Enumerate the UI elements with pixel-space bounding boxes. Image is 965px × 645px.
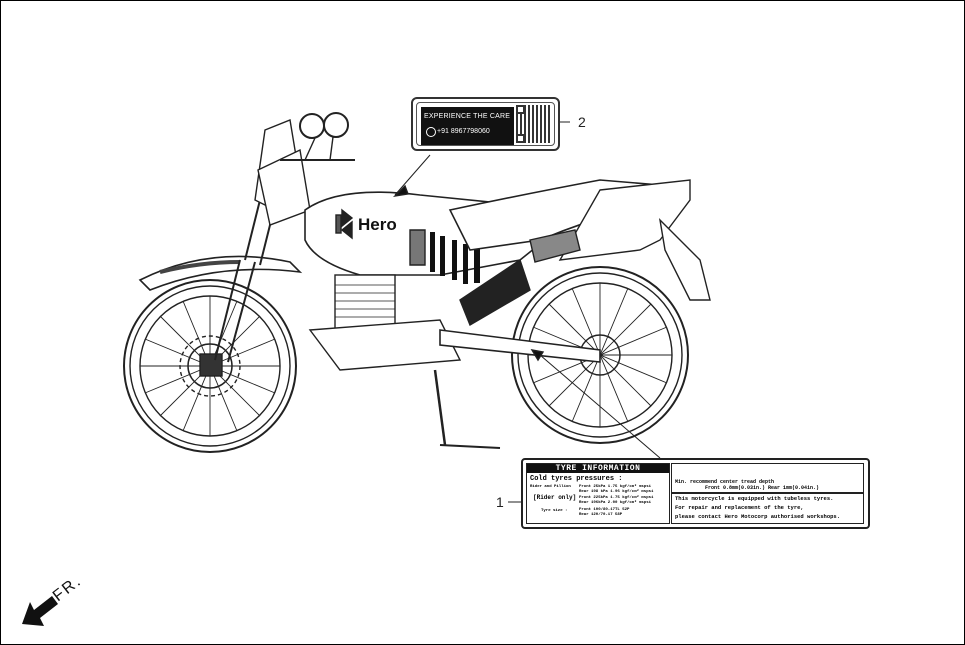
tubeless-line-3: please contact Hero Motocorp authorised … bbox=[675, 513, 841, 520]
tubeless-line-1: This motorcycle is equipped with tubeles… bbox=[675, 495, 834, 502]
svg-text:Hero: Hero bbox=[358, 215, 397, 234]
rider-pillion-rear: Rear 198 kPa 1.96 kgf/cm² mspsi bbox=[579, 490, 654, 494]
rider-only-label: [Rider only] bbox=[533, 494, 577, 501]
experience-care-label: EXPERIENCE THE CARE +91 8967798060 bbox=[411, 97, 560, 151]
tyre-size-rear: Rear 120/70-17 58P bbox=[579, 513, 623, 517]
min-tread-title: Min. recommend center tread depth bbox=[675, 479, 775, 485]
rider-pillion-front: Front 25kPa 1.75 kgf/cm² mspsi bbox=[579, 485, 652, 489]
tyre-information-label: TYRE INFORMATION Cold tyres pressures : … bbox=[521, 458, 870, 529]
hero-logo: Hero bbox=[335, 208, 397, 240]
rider-only-rear: Rear 196kPa 2.00 kgf/cm² mspsi bbox=[579, 501, 652, 505]
rider-pillion-label: Rider and Pillion bbox=[530, 485, 571, 489]
whatsapp-icon bbox=[426, 127, 436, 137]
rider-only-front: Front 225kPa 1.75 kgf/cm² mspsi bbox=[579, 496, 654, 500]
tyre-info-header: TYRE INFORMATION bbox=[527, 464, 669, 473]
tubeless-line-2: For repair and replacement of the tyre, bbox=[675, 504, 804, 511]
callout-1: 1 bbox=[496, 494, 504, 510]
qr-code-icon bbox=[516, 105, 552, 143]
cold-pressure-title: Cold tyres pressures : bbox=[530, 475, 623, 483]
callout-2: 2 bbox=[578, 114, 586, 130]
front-direction-arrow-icon bbox=[22, 596, 58, 626]
tyre-size-label: Tyre size : bbox=[541, 509, 568, 513]
phone-number: +91 8967798060 bbox=[437, 128, 490, 135]
tread-values: Front 0.8mm(0.03in.) Rear 1mm(0.04in.) bbox=[705, 485, 820, 491]
tyre-size-front: Front 100/80-17TL 52P bbox=[579, 508, 630, 512]
front-wheel bbox=[123, 279, 297, 453]
label-title: EXPERIENCE THE CARE bbox=[424, 113, 511, 120]
